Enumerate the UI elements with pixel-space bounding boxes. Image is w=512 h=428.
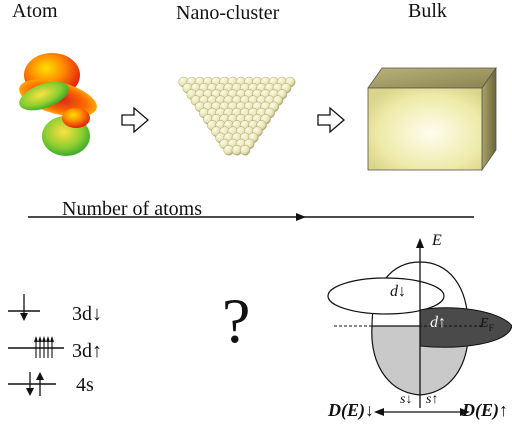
atom-label: Atom (12, 0, 58, 22)
spin-up-arrowhead (46, 336, 50, 342)
level-3d-down-label: 3d↓ (72, 303, 102, 325)
energy-level-diagram (8, 294, 64, 396)
nano-cluster-label: Nano-cluster (176, 2, 280, 24)
d-down-band-label: d↓ (390, 283, 406, 300)
hollow-arrow-icon (121, 106, 149, 134)
density-of-states-diagram (327, 238, 512, 416)
bulk-label: Bulk (408, 0, 447, 22)
bulk-cube-icon (367, 66, 497, 172)
spin-up-arrowhead (50, 336, 54, 342)
hollow-arrow-icon (317, 106, 345, 134)
atom-count-axis (28, 213, 474, 221)
cluster-atom-sphere (239, 144, 251, 156)
fermi-level-subscript: F (488, 322, 494, 333)
spin-up-arrowhead (38, 336, 42, 342)
level-4s-label: 4s (76, 374, 94, 396)
s-down-band-label: s↓ (400, 392, 413, 407)
atomic-orbital-icon (19, 53, 97, 156)
d-up-band-label: d↑ (430, 314, 446, 331)
energy-axis-label: E (432, 232, 442, 249)
fermi-level-symbol: E (480, 316, 489, 331)
spin-up-arrowhead (34, 336, 38, 342)
dos-minority-axis-label: D(E)↓ (328, 400, 374, 420)
nano-cluster-icon (178, 76, 296, 156)
level-3d-up-label: 3d↑ (72, 340, 102, 362)
fermi-level-label: EF (480, 316, 494, 333)
question-mark: ? (222, 285, 251, 356)
number-of-atoms-label: Number of atoms (62, 198, 202, 220)
s-up-band-label: s↑ (426, 392, 439, 407)
dos-majority-axis-label: D(E)↑ (462, 400, 508, 420)
spin-up-arrowhead (42, 336, 46, 342)
